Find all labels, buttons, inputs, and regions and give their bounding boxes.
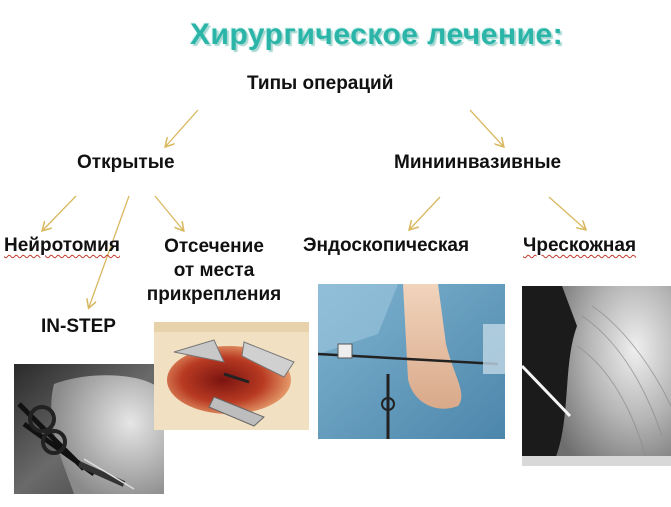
- arrow-mini-to-endoscopic: [410, 196, 441, 229]
- open-surgery-photo: [154, 322, 309, 430]
- endoscopic-photo: [318, 284, 505, 439]
- arrow-open-to-instep: [89, 195, 130, 307]
- percutaneous-xray: [522, 286, 671, 466]
- root-node: Типы операций: [247, 73, 394, 94]
- arrow-root-to-open: [166, 109, 199, 146]
- leaf-instep: IN-STEP: [41, 316, 116, 337]
- arrow-root-to-mini: [469, 109, 503, 146]
- leaf-detachment-line3: прикрепления: [146, 284, 282, 305]
- leaf-endoscopic: Эндоскопическая: [303, 235, 470, 256]
- leaf-neurotomy: Нейротомия: [4, 235, 120, 256]
- diagram-title: Хирургическое лечение:: [190, 18, 564, 51]
- branch-open: Открытые: [77, 152, 175, 173]
- leaf-percutaneous: Чрескожная: [523, 235, 637, 256]
- leaf-detachment: Отсечение от места прикрепления: [118, 235, 310, 307]
- branch-mini: Миниинвазивные: [394, 152, 562, 173]
- arrow-open-to-detach: [154, 195, 183, 230]
- instep-photo: [14, 364, 164, 494]
- leaf-detachment-line1: Отсечение: [164, 236, 264, 257]
- arrow-open-to-neurotomy: [43, 195, 77, 230]
- leaf-detachment-line2: от места: [173, 260, 255, 281]
- arrow-mini-to-percutaneous: [548, 196, 585, 229]
